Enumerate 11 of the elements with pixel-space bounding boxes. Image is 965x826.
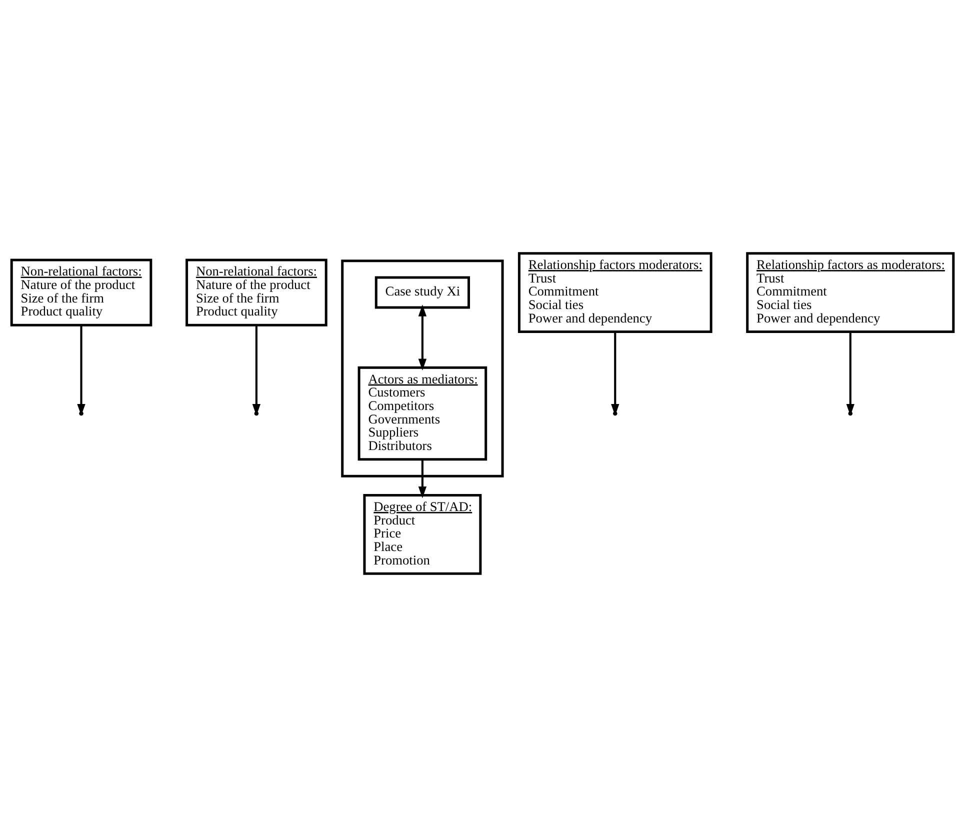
node-box: Relationship factors as moderators: Trust Commitment Social ties Power and dependency bbox=[746, 252, 955, 332]
node-box: Case study Xi bbox=[374, 276, 470, 308]
node-box: Degree of ST/AD: Product Price Place Promotion bbox=[363, 494, 482, 574]
cluster bbox=[341, 259, 504, 477]
node-box: Non-relational factors: Nature of the product Size of the firm Product quality bbox=[10, 258, 152, 326]
node-box: Actors as mediators: Customers Competitors Governments Suppliers Distributors bbox=[358, 366, 488, 460]
arrow bbox=[77, 324, 86, 416]
node-box: Non-relational factors: Nature of the product Size of the firm Product quality bbox=[186, 258, 328, 326]
node-box: Relationship factors moderators: Trust Commitment Social ties Power and dependency bbox=[518, 252, 712, 332]
arrow bbox=[418, 458, 427, 498]
arrow bbox=[418, 304, 427, 370]
